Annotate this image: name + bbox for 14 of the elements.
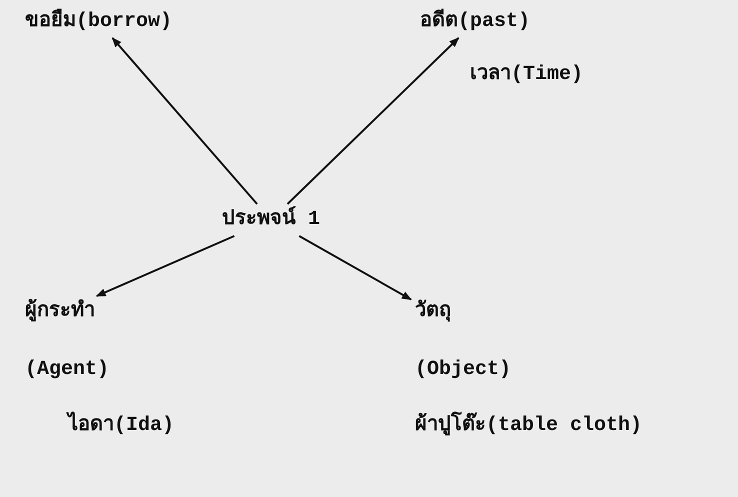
node-note: (Agent) <box>25 358 110 382</box>
node-label: ขอยืม(borrow) <box>25 10 172 34</box>
node-note: (Object) <box>415 358 512 382</box>
node-label: ประพจน์ 1 <box>222 208 320 232</box>
arrow <box>298 235 412 300</box>
node-note: ไอดา(Ida) <box>68 414 174 438</box>
node-label: ผู้กระทำ <box>25 300 95 324</box>
node-label: อดีต(past) <box>420 10 530 34</box>
arrow <box>286 37 460 205</box>
arrow <box>96 235 235 297</box>
node-note: ผ้าปูโต๊ะ(table cloth) <box>415 414 642 438</box>
arrow <box>112 37 258 205</box>
node-note: เวลา(Time) <box>470 63 584 87</box>
node-label: วัตถุ <box>415 300 451 324</box>
